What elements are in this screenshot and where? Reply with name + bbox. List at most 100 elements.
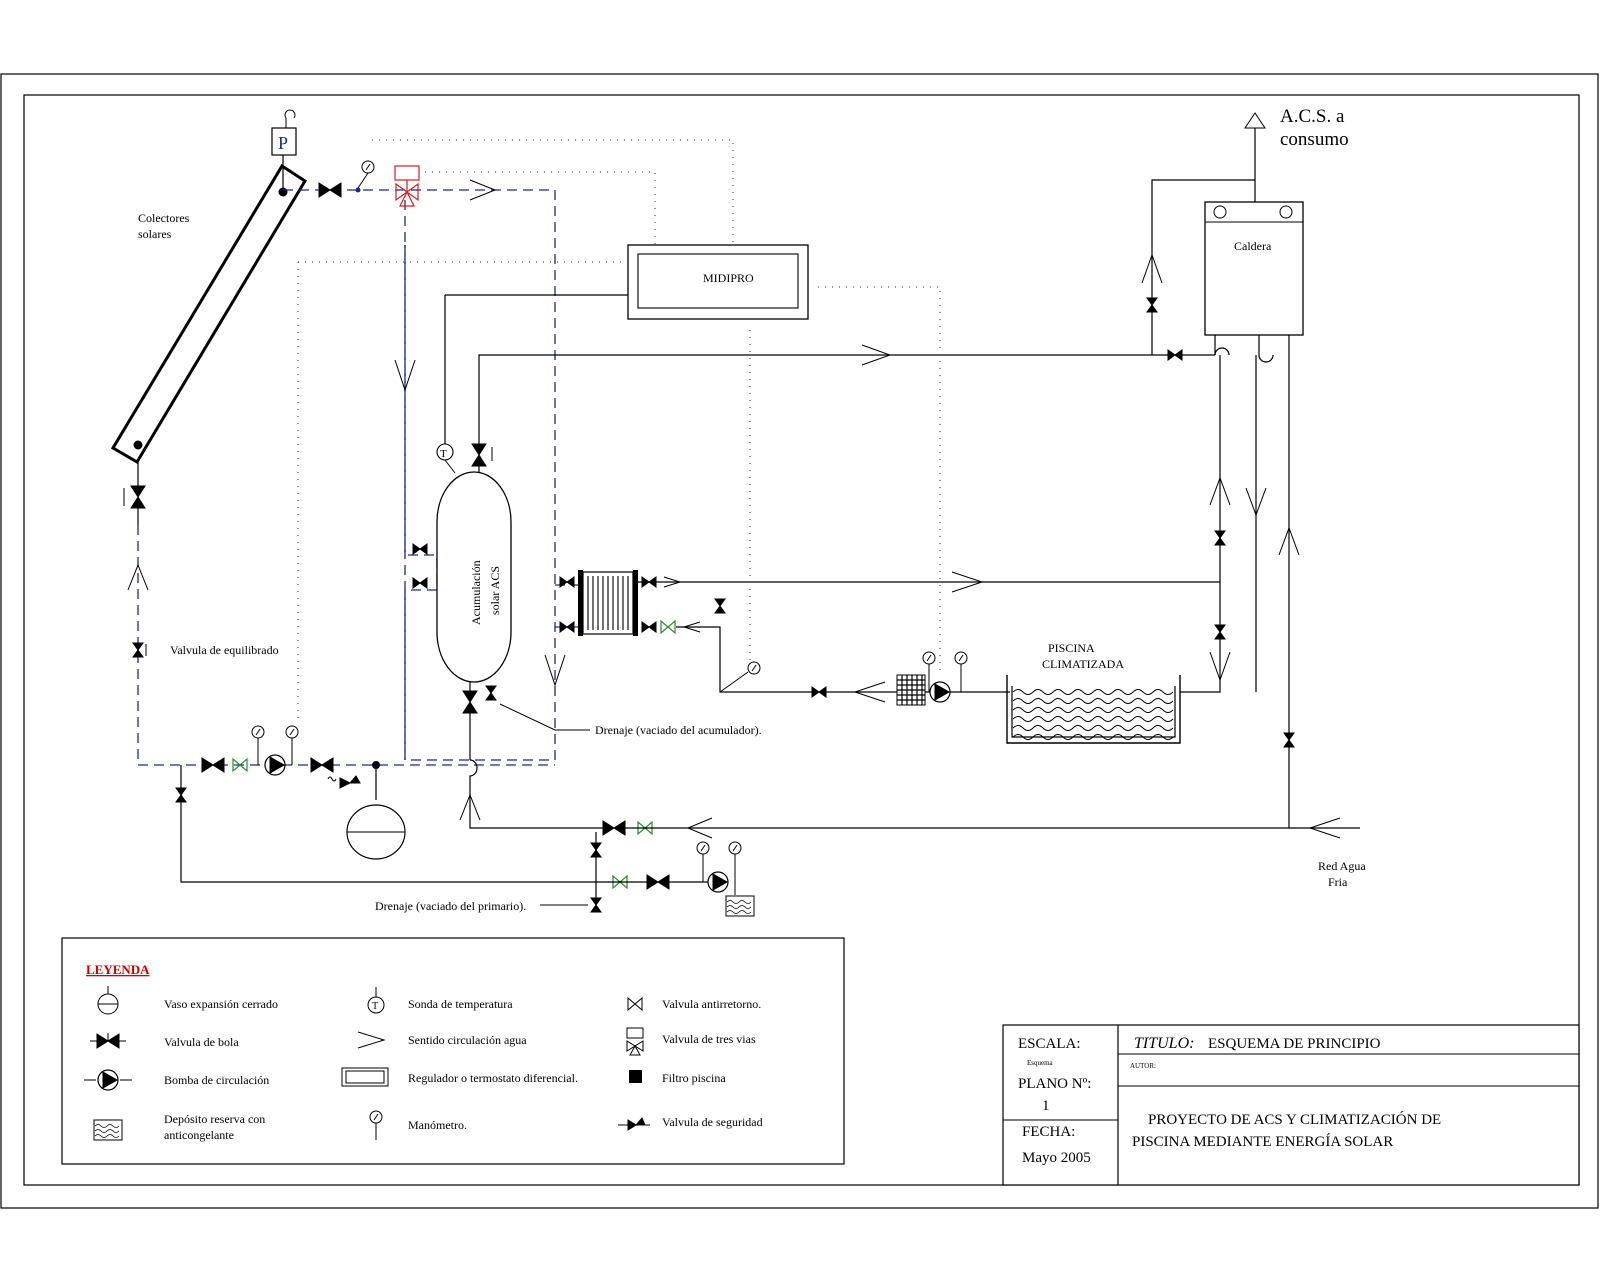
solar-accumulator-tank (436, 471, 512, 683)
pump-icon[interactable] (707, 871, 729, 893)
manometer-icon (696, 841, 710, 855)
titulo-label: TITULO: (1134, 1035, 1194, 1052)
flow-arrow-icon (682, 621, 701, 633)
legend-item-12: Valvula de seguridad (662, 1115, 763, 1129)
titulo-value: ESQUEMA DE PRINCIPIO (1208, 1036, 1381, 1052)
legend-item-4: Depósito reserva con (164, 1112, 265, 1126)
ball-valve-icon[interactable] (462, 690, 478, 714)
legend-item-6: Sentido circulación agua (408, 1033, 527, 1047)
ball-valve-icon[interactable] (1283, 732, 1295, 748)
title-block (1002, 1024, 1580, 1186)
ball-valve-icon[interactable] (641, 621, 657, 633)
flow-arrow-icon (127, 563, 149, 591)
legend-item-4b: anticongelante (164, 1128, 234, 1142)
flow-arrow-icon (1278, 526, 1300, 556)
pump-icon (97, 1069, 119, 1091)
flow-arrow-icon (853, 681, 886, 703)
label-valvula-equilibrado: Valvula de equilibrado (170, 643, 279, 657)
balancing-valve-icon[interactable] (132, 642, 144, 658)
escala-label: ESCALA: (1018, 1036, 1081, 1052)
project-line-2: PISCINA MEDIANTE ENERGÍA SOLAR (1132, 1133, 1393, 1150)
heated-pool (1006, 675, 1181, 744)
label-acs-consumo-2: consumo (1280, 129, 1349, 150)
safety-valve-icon (618, 1117, 650, 1131)
ball-valve-icon[interactable] (590, 842, 602, 858)
flow-arrow-icon (1245, 487, 1267, 517)
outlet-arrow-icon (1244, 112, 1266, 129)
ball-valve-icon[interactable] (811, 686, 827, 698)
flow-arrow-icon (469, 179, 497, 201)
ball-valve-icon[interactable] (602, 820, 626, 836)
ball-valve-icon[interactable] (1214, 624, 1226, 640)
ball-valve-icon[interactable] (130, 485, 146, 509)
flow-arrow-icon (459, 793, 481, 821)
label-drenaje-acumulador: Drenaje (vaciado del acumulador). (595, 723, 762, 737)
ball-valve-icon[interactable] (412, 577, 428, 589)
three-way-valve-icon[interactable] (394, 165, 420, 207)
pressure-tag: P (278, 133, 288, 153)
flow-arrow-icon (1308, 817, 1341, 839)
manometer-icon (285, 725, 299, 739)
ball-valve-icon[interactable] (485, 685, 497, 701)
pump-icon[interactable] (929, 681, 951, 703)
inner-frame (23, 94, 1580, 1186)
flow-direction-icon (357, 1031, 386, 1049)
flow-arrow-icon (544, 654, 566, 687)
flow-arrow-icon (951, 571, 984, 593)
check-valve-icon (660, 620, 676, 634)
label-red-agua: Red Agua (1318, 859, 1366, 873)
flow-arrow-icon (861, 344, 892, 366)
label-red-agua-2: Fria (1328, 875, 1348, 889)
ball-valve-icon[interactable] (559, 621, 575, 633)
differential-thermostat-icon (341, 1067, 389, 1087)
ball-valve-icon[interactable] (318, 182, 342, 198)
label-acumulacion-2: solar ACS (488, 566, 502, 615)
flow-arrow-icon (394, 359, 416, 392)
ball-valve-icon[interactable] (590, 897, 602, 913)
project-line-1: PROYECTO DE ACS Y CLIMATIZACIÓN DE (1148, 1111, 1441, 1128)
ball-valve-icon[interactable] (310, 757, 334, 773)
plate-heat-exchanger (578, 570, 638, 636)
flow-arrow-icon (686, 817, 713, 839)
legend-item-9: Valvula antirretorno. (662, 997, 761, 1011)
plano-label: PLANO Nº: (1018, 1076, 1091, 1092)
pool-filter-icon (629, 1070, 642, 1083)
label-colectores: Colectores (138, 211, 190, 225)
fecha-value: Mayo 2005 (1022, 1150, 1091, 1166)
legend (61, 937, 845, 1165)
legend-title: LEYENDA (86, 962, 150, 977)
label-caldera: Caldera (1234, 239, 1272, 253)
manometer-icon (361, 160, 375, 174)
ball-valve-icon[interactable] (714, 598, 726, 614)
ball-valve-icon[interactable] (1167, 349, 1183, 361)
pump-icon[interactable] (264, 754, 286, 776)
legend-temp-tag: T (372, 1001, 378, 1012)
manometer-icon (922, 651, 936, 665)
three-way-valve-icon (626, 1027, 644, 1056)
pool-filter-icon (896, 674, 926, 706)
ball-valve-icon[interactable] (201, 757, 225, 773)
expansion-vessel-icon (346, 804, 406, 860)
legend-item-8: Manómetro. (408, 1118, 467, 1132)
manometer-icon (369, 1110, 383, 1140)
expansion-vessel-icon (97, 986, 119, 1015)
ball-valve-icon[interactable] (1214, 530, 1226, 546)
escala-value: Esquema (1027, 1059, 1054, 1067)
ball-valve-icon[interactable] (471, 443, 487, 467)
fecha-label: FECHA: (1022, 1124, 1075, 1140)
legend-item-10: Valvula de tres vias (662, 1032, 756, 1046)
temperature-probe-icon (436, 294, 628, 474)
temp-probe-tag: T (440, 448, 447, 460)
flow-arrow-icon (663, 576, 682, 588)
ball-valve-icon[interactable] (412, 543, 428, 555)
boiler (1204, 201, 1304, 336)
flow-arrow-icon (1209, 651, 1231, 682)
ball-valve-icon[interactable] (1146, 297, 1158, 313)
label-drenaje-primario: Drenaje (vaciado del primario). (375, 899, 526, 913)
safety-valve-icon (327, 775, 361, 789)
legend-item-11: Filtro piscina (662, 1071, 726, 1085)
temperature-probe-icon (367, 987, 385, 1014)
ball-valve-icon[interactable] (559, 576, 575, 588)
flow-arrow-icon (1209, 476, 1231, 506)
